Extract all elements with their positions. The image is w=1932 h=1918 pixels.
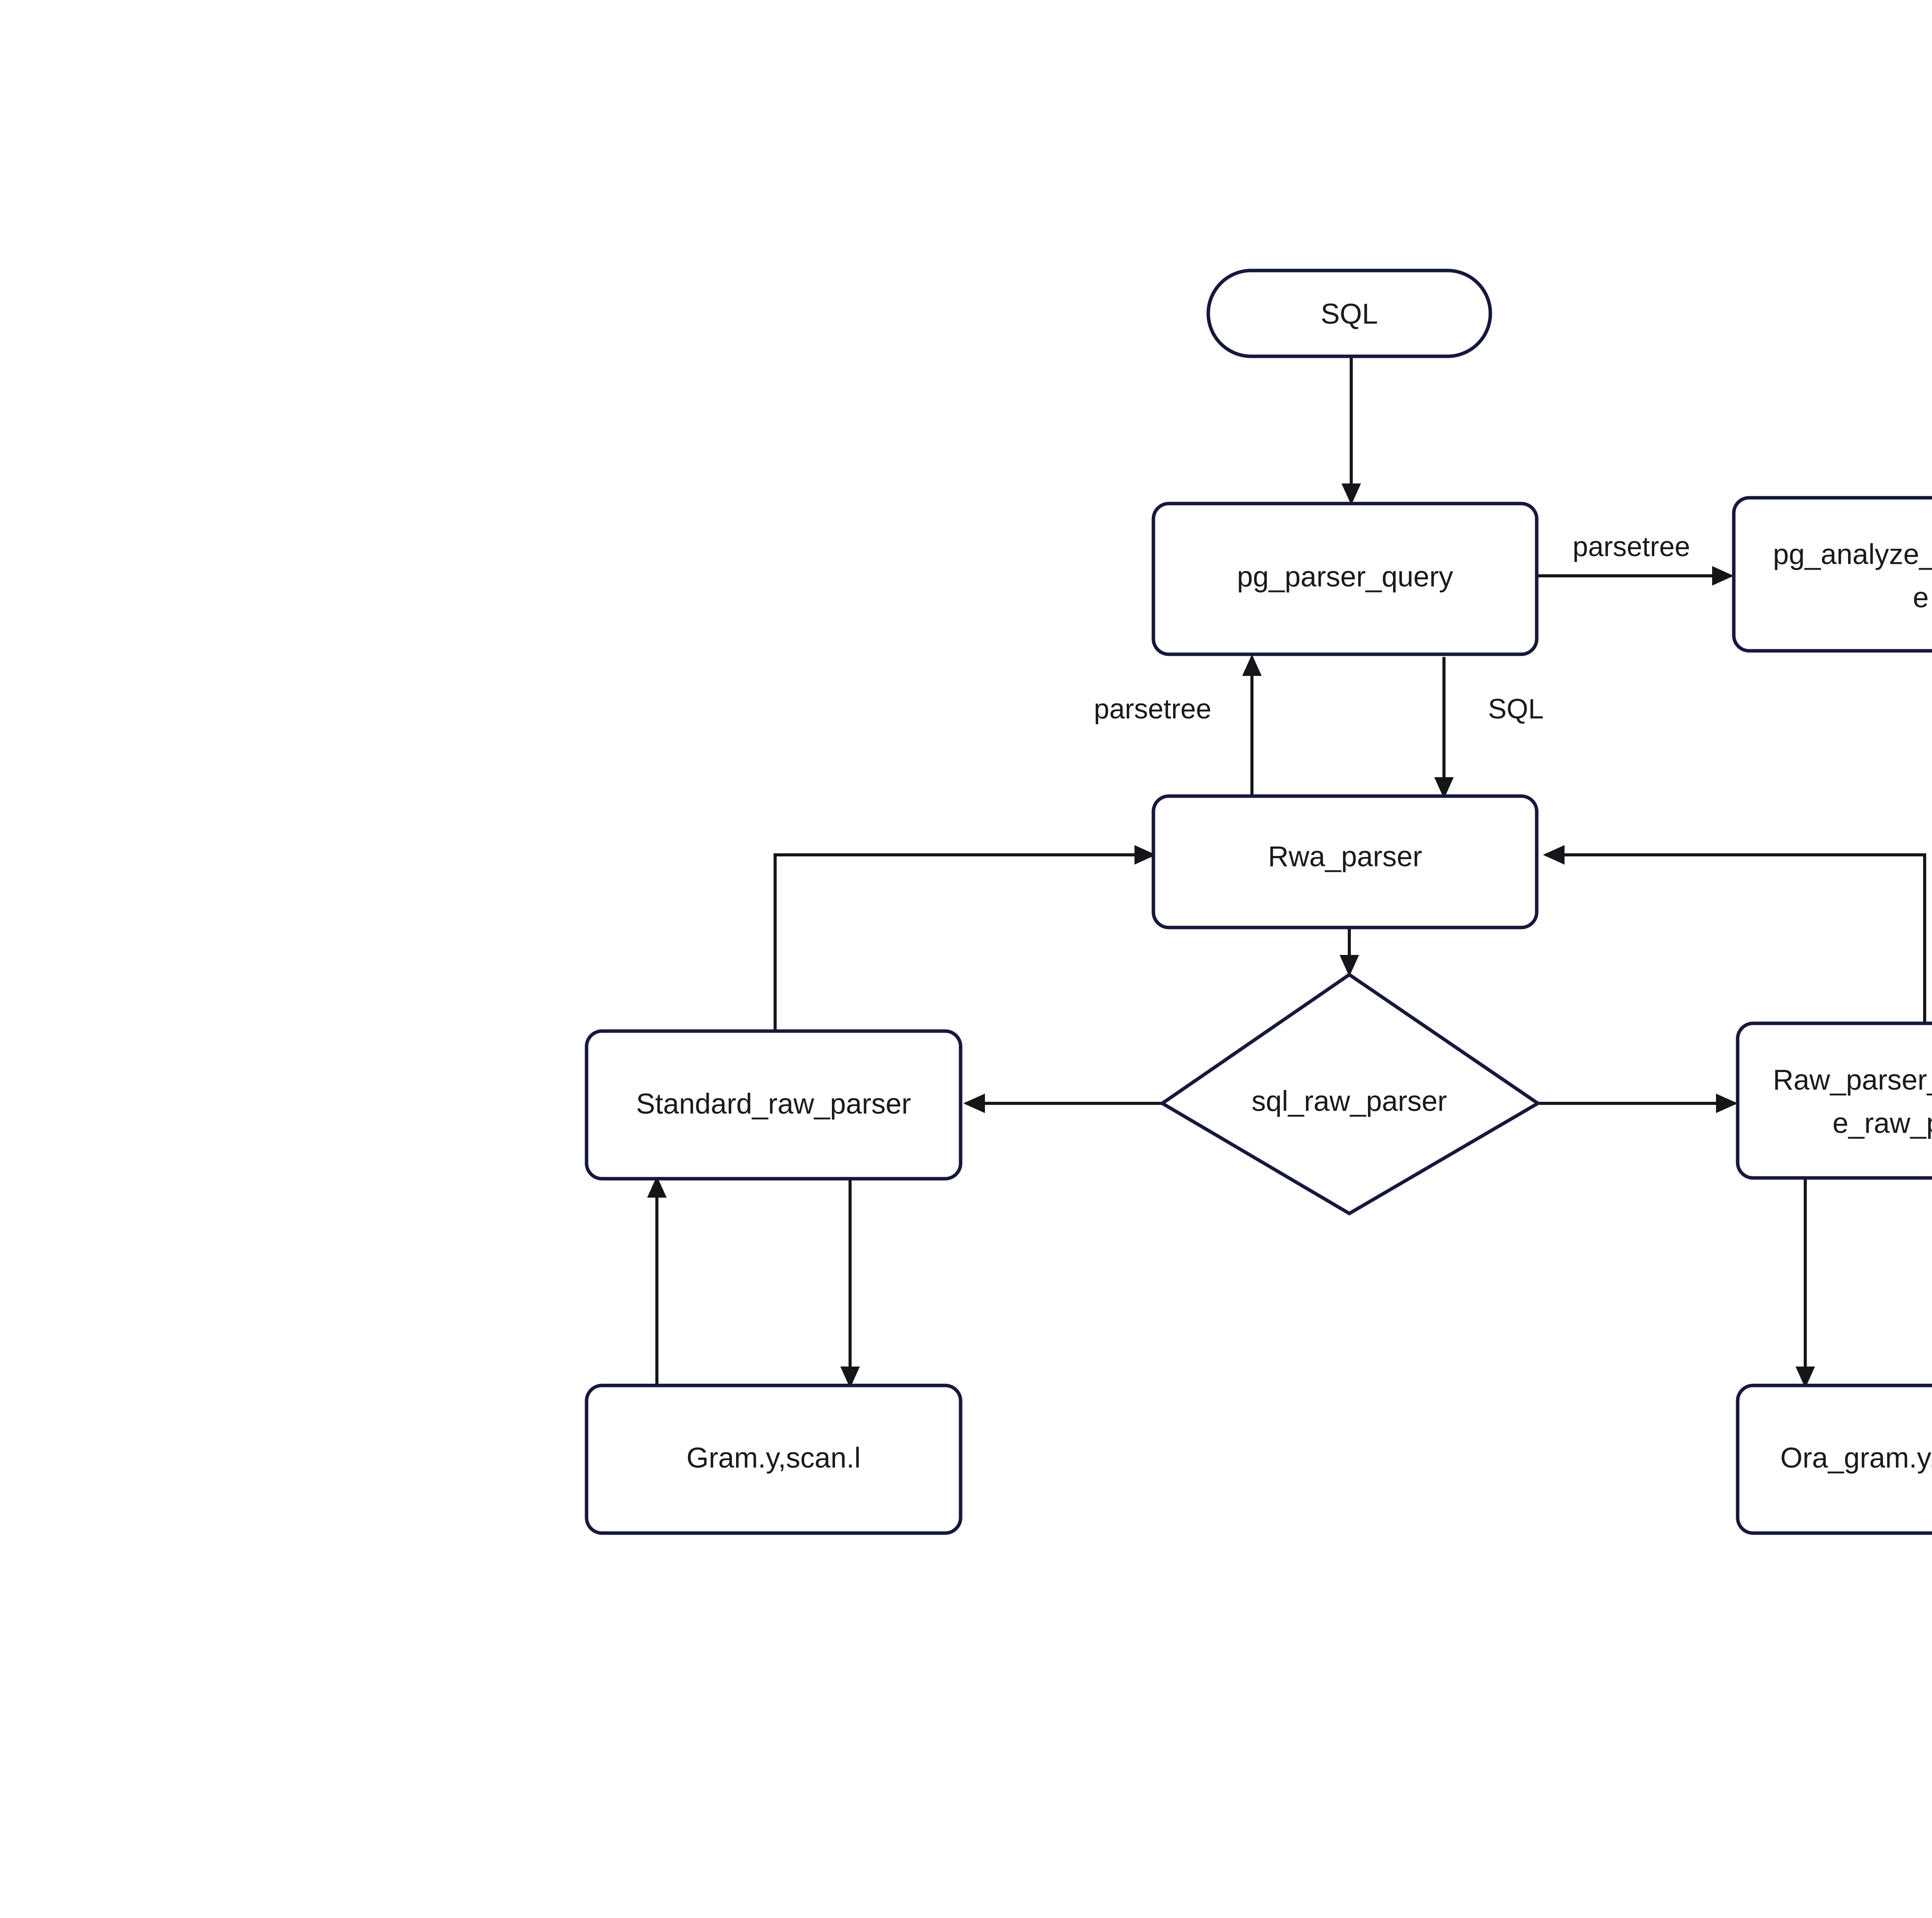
node-ora-gram-scan-label: Ora_gram.y,ora_scan.l xyxy=(1780,1442,1932,1474)
node-sql-raw-parser[interactable]: sql_raw_parser xyxy=(1159,972,1541,1216)
edge-label-parsetree-middle: parsetree xyxy=(1094,694,1211,725)
node-gram-scan[interactable]: Gram.y,scan.l xyxy=(585,1384,963,1535)
node-pg-parser-query-label: pg_parser_query xyxy=(1237,561,1453,593)
node-pg-analyze-and-rewrite[interactable]: pg_analyze_and_rewrit e xyxy=(1732,496,1932,653)
node-raw-parser-hook-label-line2: e_raw_parser) xyxy=(1832,1107,1932,1139)
node-pg-analyze-and-rewrite-label-line1: pg_analyze_and_rewrit xyxy=(1773,538,1932,570)
edge-label-sql-middle: SQL xyxy=(1488,694,1544,725)
node-pg-analyze-and-rewrite-label-line2: e xyxy=(1913,582,1929,614)
node-ora-gram-scan[interactable]: Ora_gram.y,ora_scan.l xyxy=(1736,1384,1932,1535)
node-rwa-parser-label: Rwa_parser xyxy=(1268,841,1422,873)
node-sql-label: SQL xyxy=(1321,298,1378,330)
node-gram-scan-label: Gram.y,scan.l xyxy=(687,1442,861,1474)
edge-standard-raw-parser-to-rwa-parser xyxy=(774,845,1156,1032)
node-standard-raw-parser-label: Standard_raw_parser xyxy=(636,1088,911,1120)
edge-pg-parser-query-to-rwa-parser: SQL xyxy=(1434,657,1544,799)
node-sql-raw-parser-label: sql_raw_parser xyxy=(1252,1085,1447,1117)
node-sql[interactable]: SQL xyxy=(1206,269,1492,358)
node-pg-parser-query[interactable]: pg_parser_query xyxy=(1151,502,1539,656)
node-raw-parser-hook-label-line1: Raw_parser_hook(oracl xyxy=(1773,1064,1932,1096)
node-rwa-parser[interactable]: Rwa_parser xyxy=(1151,794,1539,929)
edge-pg-parser-query-to-pg-analyze: parsetree xyxy=(1537,531,1734,586)
edge-rwa-parser-to-pg-parser-query: parsetree xyxy=(1094,654,1262,804)
node-standard-raw-parser[interactable]: Standard_raw_parser xyxy=(585,1029,963,1181)
node-raw-parser-hook[interactable]: Raw_parser_hook(oracl e_raw_parser) xyxy=(1736,1021,1932,1180)
edge-raw-parser-hook-to-rwa-parser xyxy=(1543,845,1926,1032)
edge-label-parsetree-top: parsetree xyxy=(1573,531,1690,562)
